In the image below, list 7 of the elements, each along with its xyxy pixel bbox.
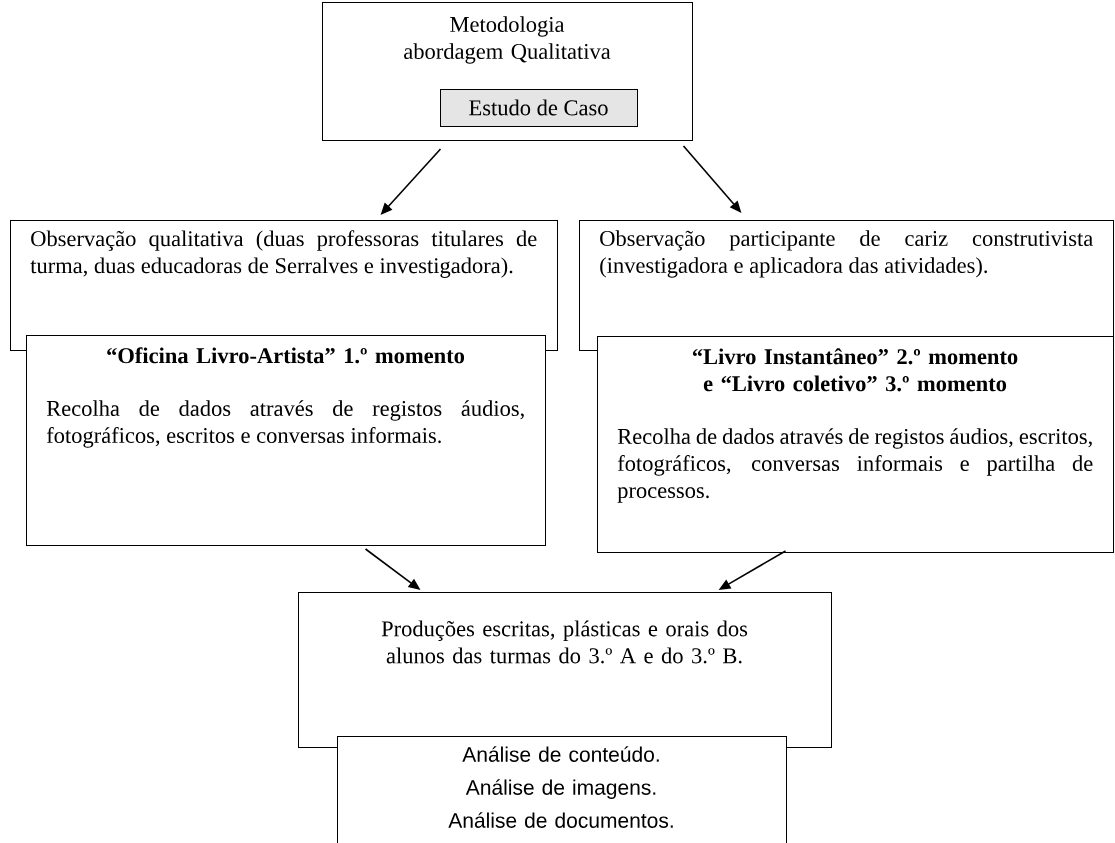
node-label: Análise de imagens. [465, 779, 656, 800]
node-label: Análise de documentos. [448, 812, 673, 828]
data-collection-box: “Livro Instantâneo” 2.º momento e “Livro coletivo” 3.º momento Recolha de dados através de registos áudios, escritos, fotográficos, conversas informais e partilha de processos. [597, 336, 1114, 553]
data-collection-box: “Oficina Livro-Artista” 1.º momento Recolha de dados através de registos áudios, fotográficos, escritos e conversas informais. [26, 335, 546, 546]
node-label: Análise de conteúdo. [462, 746, 659, 762]
case-study-box: Estudo de Caso [440, 89, 638, 127]
analysis-box: Análise de conteúdo. Análise de imagens. Análise de documentos. [337, 736, 787, 843]
